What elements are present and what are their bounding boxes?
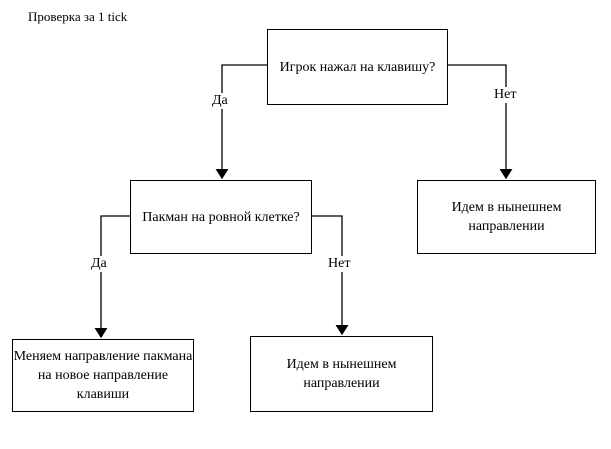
- edge-label-root-yes: Да: [210, 93, 230, 109]
- edge-root-yes: [215, 64, 267, 180]
- node-pacman-on-even-cell: Пакман на ровной клетке?: [130, 180, 312, 254]
- node-player-pressed-key-text: Игрок нажал на клавишу?: [279, 59, 436, 75]
- edge-root-no: [448, 64, 513, 180]
- node-continue-current-direction-bottom-text: Идем в нынешнем направлении: [286, 357, 397, 391]
- node-change-direction: Меняем направление пакмана на новое напр…: [12, 339, 194, 412]
- node-pacman-on-even-cell-text: Пакман на ровной клетке?: [142, 209, 300, 225]
- edge-label-check-yes: Да: [89, 256, 109, 272]
- node-continue-current-direction-bottom: Идем в нынешнем направлении: [250, 336, 433, 412]
- node-continue-current-direction-top: Идем в нынешнем направлении: [417, 180, 596, 254]
- edge-check-no: [312, 215, 349, 336]
- node-player-pressed-key: Игрок нажал на клавишу?: [267, 29, 448, 105]
- edge-check-yes: [94, 215, 130, 339]
- node-change-direction-text: Меняем направление пакмана на новое напр…: [13, 349, 193, 402]
- diagram-title: Проверка за 1 tick: [28, 9, 128, 24]
- edge-label-check-no: Нет: [326, 256, 353, 272]
- node-continue-current-direction-top-text: Идем в нынешнем направлении: [451, 200, 562, 234]
- edge-label-root-no: Нет: [492, 87, 519, 103]
